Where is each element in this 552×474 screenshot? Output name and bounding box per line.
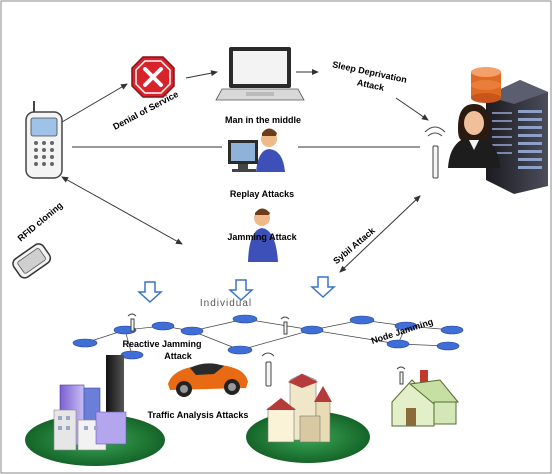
sports-car-icon bbox=[168, 363, 248, 397]
down-arrow-icon bbox=[310, 276, 336, 299]
sensor-node bbox=[349, 315, 375, 325]
label-reactive-jamming: Reactive Jamming bbox=[122, 339, 201, 349]
sensor-node bbox=[440, 325, 464, 335]
sensor-node bbox=[72, 338, 98, 348]
label-sybil-attack: Sybil Attack bbox=[331, 225, 377, 266]
antenna-icon bbox=[130, 318, 135, 332]
label-replay-attacks: Replay Attacks bbox=[230, 189, 294, 199]
down-arrows bbox=[137, 276, 336, 304]
sensor-node bbox=[300, 325, 324, 335]
arrow-phone-jamming bbox=[61, 176, 183, 245]
label-traffic-analysis: Traffic Analysis Attacks bbox=[148, 410, 249, 420]
label-man-in-the-middle: Man in the middle bbox=[225, 115, 301, 125]
flip-phone-icon bbox=[12, 243, 52, 279]
label-jamming-attack: Jamming Attack bbox=[227, 232, 297, 242]
sensor-node bbox=[386, 339, 410, 349]
label-reactive-jamming-attack: Attack bbox=[164, 351, 193, 361]
database-icon bbox=[471, 67, 501, 103]
down-arrow-icon bbox=[228, 279, 254, 302]
antenna-icon bbox=[265, 361, 272, 387]
label-individual: Individual bbox=[200, 298, 252, 309]
arrow-phone-to-dos bbox=[61, 83, 128, 123]
stop-sign-icon bbox=[131, 56, 175, 98]
city-buildings-icon bbox=[25, 355, 165, 466]
down-arrow-icon bbox=[137, 281, 163, 304]
connectors bbox=[61, 69, 429, 273]
house-icon bbox=[391, 370, 459, 427]
sensor-node bbox=[232, 314, 258, 324]
antenna-icons-network bbox=[127, 313, 406, 387]
antenna-icon bbox=[399, 371, 404, 385]
arrow-sybil bbox=[339, 195, 421, 273]
attacker-jamming-icon bbox=[248, 208, 278, 262]
town-buildings-icon bbox=[246, 373, 370, 463]
antenna-icon bbox=[424, 126, 446, 179]
arrow-dos-to-laptop bbox=[185, 70, 218, 79]
server-rack-icon bbox=[486, 80, 548, 194]
laptop-icon bbox=[215, 47, 305, 101]
administrator-icon bbox=[448, 104, 500, 168]
sensor-node bbox=[180, 326, 204, 336]
sensor-node bbox=[120, 350, 144, 360]
attacker-at-computer-icon bbox=[228, 128, 285, 172]
sensor-node bbox=[227, 345, 253, 355]
antenna-icon bbox=[283, 321, 288, 335]
mobile-phone-icon bbox=[25, 101, 63, 179]
sensor-node bbox=[394, 321, 418, 331]
label-rfid-cloning: RFID cloning bbox=[16, 200, 65, 243]
sensor-node bbox=[436, 341, 460, 351]
arrow-sleep-to-server bbox=[395, 97, 429, 121]
sensor-node bbox=[151, 321, 175, 331]
